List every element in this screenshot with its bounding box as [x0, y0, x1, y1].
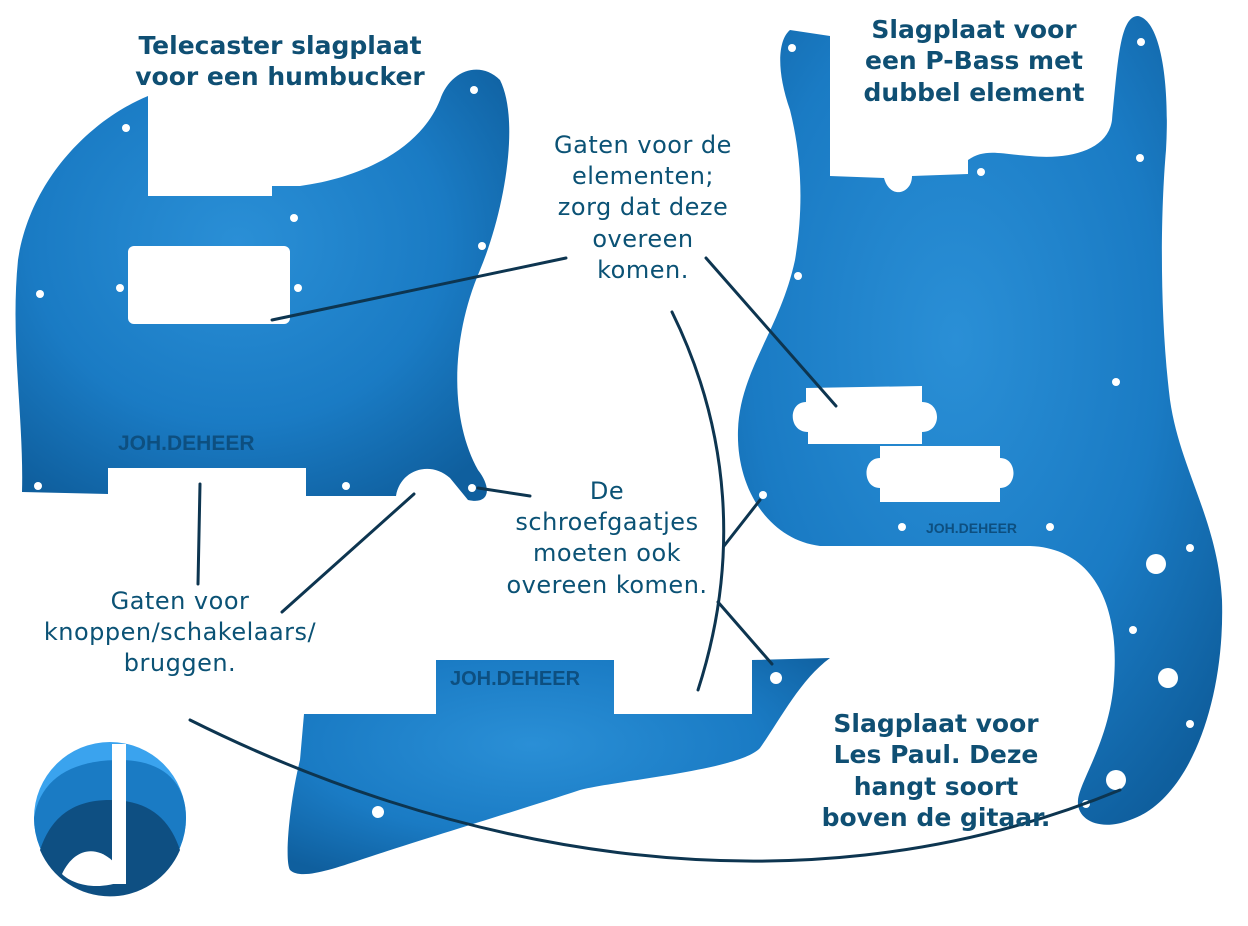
pbass-title-line: Slagplaat voor	[871, 15, 1077, 44]
lespaul-title-line: Les Paul. Deze	[833, 740, 1039, 770]
screw-hole	[470, 86, 478, 94]
note-line: schroefgaatjes	[515, 508, 699, 537]
screw-hole	[1186, 544, 1194, 552]
note-line: zorg dat deze	[557, 193, 729, 222]
telecaster-pickguard: JOH.DEHEER	[15, 69, 510, 501]
lespaul-plate-shape	[287, 658, 831, 875]
screw-hole	[1129, 626, 1137, 634]
screw-hole	[1112, 378, 1120, 386]
telecaster-title-line: Telecaster slagplaat	[138, 31, 422, 60]
note-line: overeen komen.	[506, 570, 708, 599]
screw-hole	[468, 484, 476, 492]
brand-watermark: JOH.DEHEER	[118, 432, 255, 455]
note-line: moeten ook	[532, 539, 682, 568]
screw-hole	[759, 491, 767, 499]
screw-hole	[1136, 154, 1144, 162]
screw-hole	[290, 214, 298, 222]
logo	[34, 742, 186, 897]
brand-watermark: JOH.DEHEER	[926, 520, 1017, 536]
screw-hole	[36, 290, 44, 298]
note-line: knoppen/schakelaars/	[43, 618, 317, 647]
pbass-pickguard: JOH.DEHEER	[737, 16, 1223, 825]
pointer-pbass-pickup	[704, 256, 838, 408]
note-line: overeen	[592, 224, 694, 253]
screw-hole	[1046, 523, 1054, 531]
screw-hole	[116, 284, 124, 292]
screw-hole	[898, 523, 906, 531]
screw-hole	[342, 482, 350, 490]
screw-hole	[122, 124, 130, 132]
control-hole	[1146, 554, 1166, 574]
screw-hole	[770, 672, 782, 684]
pointer-lespaul-screw	[716, 600, 774, 666]
screw-hole	[478, 242, 486, 250]
lespaul-title-line: hangt soort	[853, 771, 1019, 801]
logo-stem	[112, 744, 126, 884]
logo-note-head	[62, 851, 126, 887]
lespaul-pickguard: JOH.DEHEER	[287, 658, 831, 875]
pbass-title: Slagplaat voor een P-Bass met dubbel ele…	[848, 14, 1100, 108]
jack-hole	[1106, 770, 1126, 790]
screw-hole	[34, 482, 42, 490]
telecaster-title-line: voor een humbucker	[135, 62, 425, 92]
pointer-tele-bridge	[280, 492, 416, 614]
control-hole	[1158, 668, 1178, 688]
pointer-humbucker	[270, 256, 568, 322]
pointer-tele-switch	[196, 482, 202, 586]
pickup-cutout-upper	[792, 386, 937, 444]
lespaul-title: Slagplaat voor Les Paul. Deze hangt soor…	[798, 708, 1074, 833]
pbass-title-line: een P-Bass met	[864, 46, 1084, 76]
annotation-lines	[188, 256, 1122, 863]
screw-hole	[1137, 38, 1145, 46]
note-line: komen.	[597, 255, 689, 284]
control-holes-note: Gaten voor knoppen/schakelaars/ bruggen.	[20, 586, 340, 680]
pointer-tele-screw	[476, 486, 532, 498]
screw-hole	[294, 284, 302, 292]
note-line: Gaten voor de	[554, 131, 732, 159]
note-line: bruggen.	[123, 649, 237, 678]
pickup-cutout-lower	[866, 446, 1014, 502]
pbass-title-line: dubbel element	[863, 77, 1085, 107]
screw-hole	[977, 168, 985, 176]
pointer-pbass-screw	[722, 498, 762, 548]
screw-holes-note: De schroefgaatjes moeten ook overeen kom…	[496, 476, 718, 601]
note-line: Gaten voor	[110, 587, 250, 615]
note-line: De	[589, 477, 625, 505]
lespaul-title-line: Slagplaat voor	[833, 709, 1039, 738]
pointer-lespaul-hang	[188, 718, 1122, 863]
pointer-lespaul-pickups	[670, 310, 726, 692]
humbucker-cutout	[128, 246, 290, 324]
screw-hole	[1186, 720, 1194, 728]
screw-hole	[788, 44, 796, 52]
lespaul-title-line: boven de gitaar.	[821, 802, 1051, 832]
note-line: elementen;	[571, 162, 715, 191]
pbass-plate-shape	[737, 16, 1223, 825]
pickup-holes-note: Gaten voor de elementen; zorg dat deze o…	[530, 130, 756, 286]
screw-hole	[794, 272, 802, 280]
telecaster-title: Telecaster slagplaat voor een humbucker	[120, 30, 440, 93]
brand-watermark: JOH.DEHEER	[450, 668, 581, 690]
screw-hole	[372, 806, 384, 818]
